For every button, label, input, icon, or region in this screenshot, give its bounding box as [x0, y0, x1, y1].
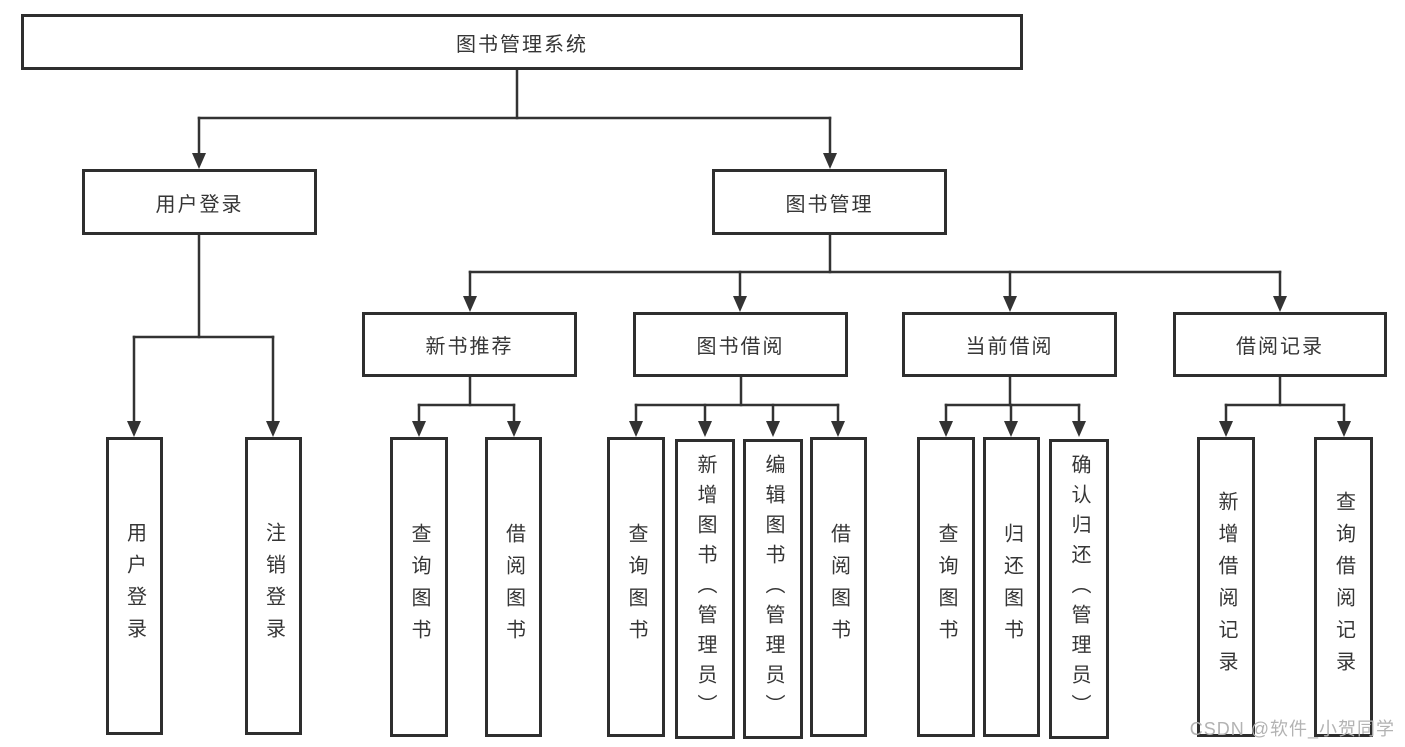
leaf-logout: 注销登录	[245, 437, 302, 735]
leaf-borrow-books-1: 借阅图书	[485, 437, 542, 737]
leaf-query-books-1-label: 查询图书	[408, 523, 430, 651]
node-user-login: 用户登录	[82, 169, 317, 235]
leaf-user-login-label: 用户登录	[123, 522, 146, 650]
leaf-add-borrow-record: 新增借阅记录	[1197, 437, 1255, 737]
leaf-edit-books-admin: 编辑图书（管理员）	[743, 439, 803, 739]
node-book-management-label: 图书管理	[785, 193, 874, 216]
leaf-query-books-3-label: 查询图书	[935, 523, 957, 651]
node-new-book-recommend: 新书推荐	[362, 312, 577, 377]
leaf-borrow-books-1-label: 借阅图书	[502, 523, 525, 651]
connector-lines	[132, 68, 1346, 425]
leaf-return-books-label: 归还图书	[1000, 523, 1023, 651]
arrow-user-login	[192, 153, 206, 169]
arrow-book-mgmt	[823, 153, 837, 169]
leaf-borrow-books-2: 借阅图书	[810, 437, 867, 737]
node-new-book-recommend-label: 新书推荐	[425, 336, 514, 358]
arrowheads	[127, 153, 1351, 437]
leaf-add-books-admin: 新增图书（管理员）	[675, 439, 735, 739]
leaf-confirm-return-admin: 确认归还（管理员）	[1049, 439, 1109, 739]
node-current-borrowing-label: 当前借阅	[965, 336, 1054, 358]
leaf-add-borrow-record-label: 新增借阅记录	[1215, 491, 1237, 683]
arrow-book-borrow	[733, 296, 747, 312]
leaf-query-borrow-record-label: 查询借阅记录	[1332, 491, 1355, 683]
node-current-borrowing: 当前借阅	[902, 312, 1117, 377]
leaf-query-books-3: 查询图书	[917, 437, 975, 737]
leaf-add-books-admin-label: 新增图书（管理员）	[694, 454, 716, 724]
arrow-new-book	[463, 296, 477, 312]
leaf-query-books-2-label: 查询图书	[625, 523, 647, 651]
arrow-current-borrow	[1003, 296, 1017, 312]
leaf-query-books-2: 查询图书	[607, 437, 665, 737]
node-book-borrowing-label: 图书借阅	[696, 336, 785, 358]
leaf-query-borrow-record: 查询借阅记录	[1314, 437, 1373, 737]
node-root-label: 图书管理系统	[456, 33, 588, 56]
leaf-logout-label: 注销登录	[262, 522, 285, 650]
leaf-edit-books-admin-label: 编辑图书（管理员）	[762, 454, 784, 724]
node-root: 图书管理系统	[21, 14, 1023, 70]
watermark-text: CSDN @软件_小贺同学	[1189, 719, 1395, 739]
arrow-borrow-record	[1273, 296, 1287, 312]
leaf-confirm-return-admin-label: 确认归还（管理员）	[1068, 454, 1090, 724]
node-borrowing-records: 借阅记录	[1173, 312, 1387, 377]
node-book-borrowing: 图书借阅	[633, 312, 848, 377]
leaf-borrow-books-2-label: 借阅图书	[827, 523, 850, 651]
node-borrowing-records-label: 借阅记录	[1236, 336, 1324, 358]
leaf-return-books: 归还图书	[983, 437, 1040, 737]
leaf-user-login: 用户登录	[106, 437, 163, 735]
node-user-login-label: 用户登录	[155, 193, 244, 216]
leaf-query-books-1: 查询图书	[390, 437, 448, 737]
node-book-management: 图书管理	[712, 169, 947, 235]
